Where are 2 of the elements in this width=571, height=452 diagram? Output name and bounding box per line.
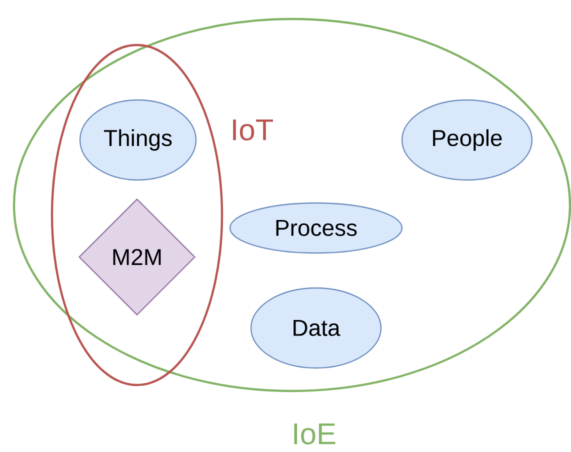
group-label: IoT: [233, 120, 273, 140]
group-label: IoE: [294, 424, 336, 444]
